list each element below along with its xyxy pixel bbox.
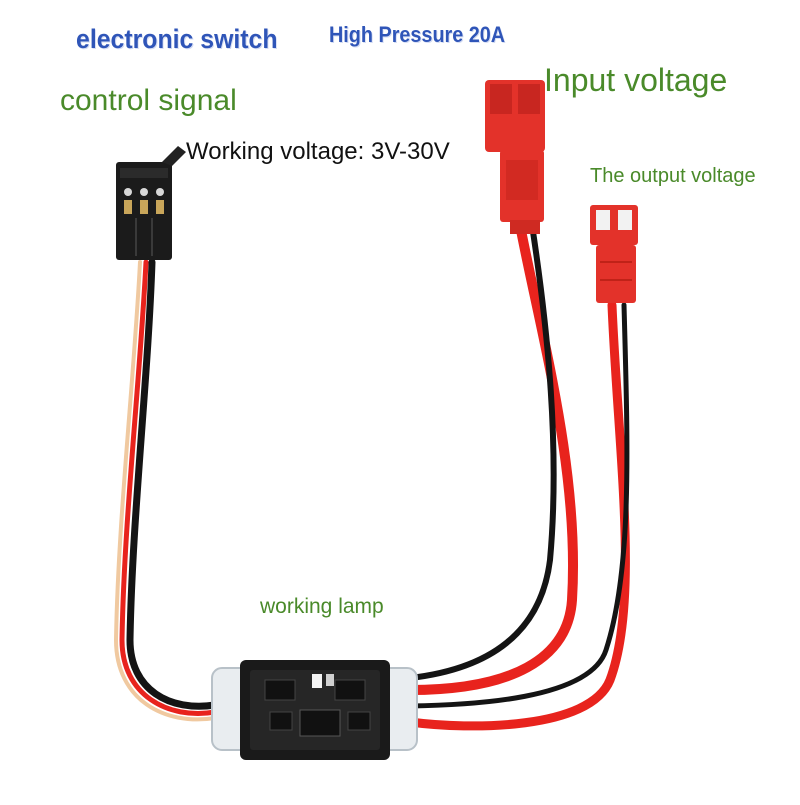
input-wires [405,220,579,695]
working-lamp-led [312,674,322,688]
servo-connector [116,146,186,260]
output-wires [405,300,630,731]
electronic-switch-label: electronic switch [76,24,278,54]
switch-board [211,660,418,760]
high-pressure-label: High Pressure 20A [329,22,506,47]
control-signal-label: control signal [60,84,237,117]
input-voltage-label: Input voltage [544,62,728,98]
input-connector [485,80,545,234]
servo-lead-wires [113,258,219,722]
working-lamp-label: working lamp [260,595,384,618]
working-voltage-label: Working voltage: 3V-30V [186,138,450,165]
output-connector [590,205,638,303]
output-voltage-label: The output voltage [590,165,756,187]
